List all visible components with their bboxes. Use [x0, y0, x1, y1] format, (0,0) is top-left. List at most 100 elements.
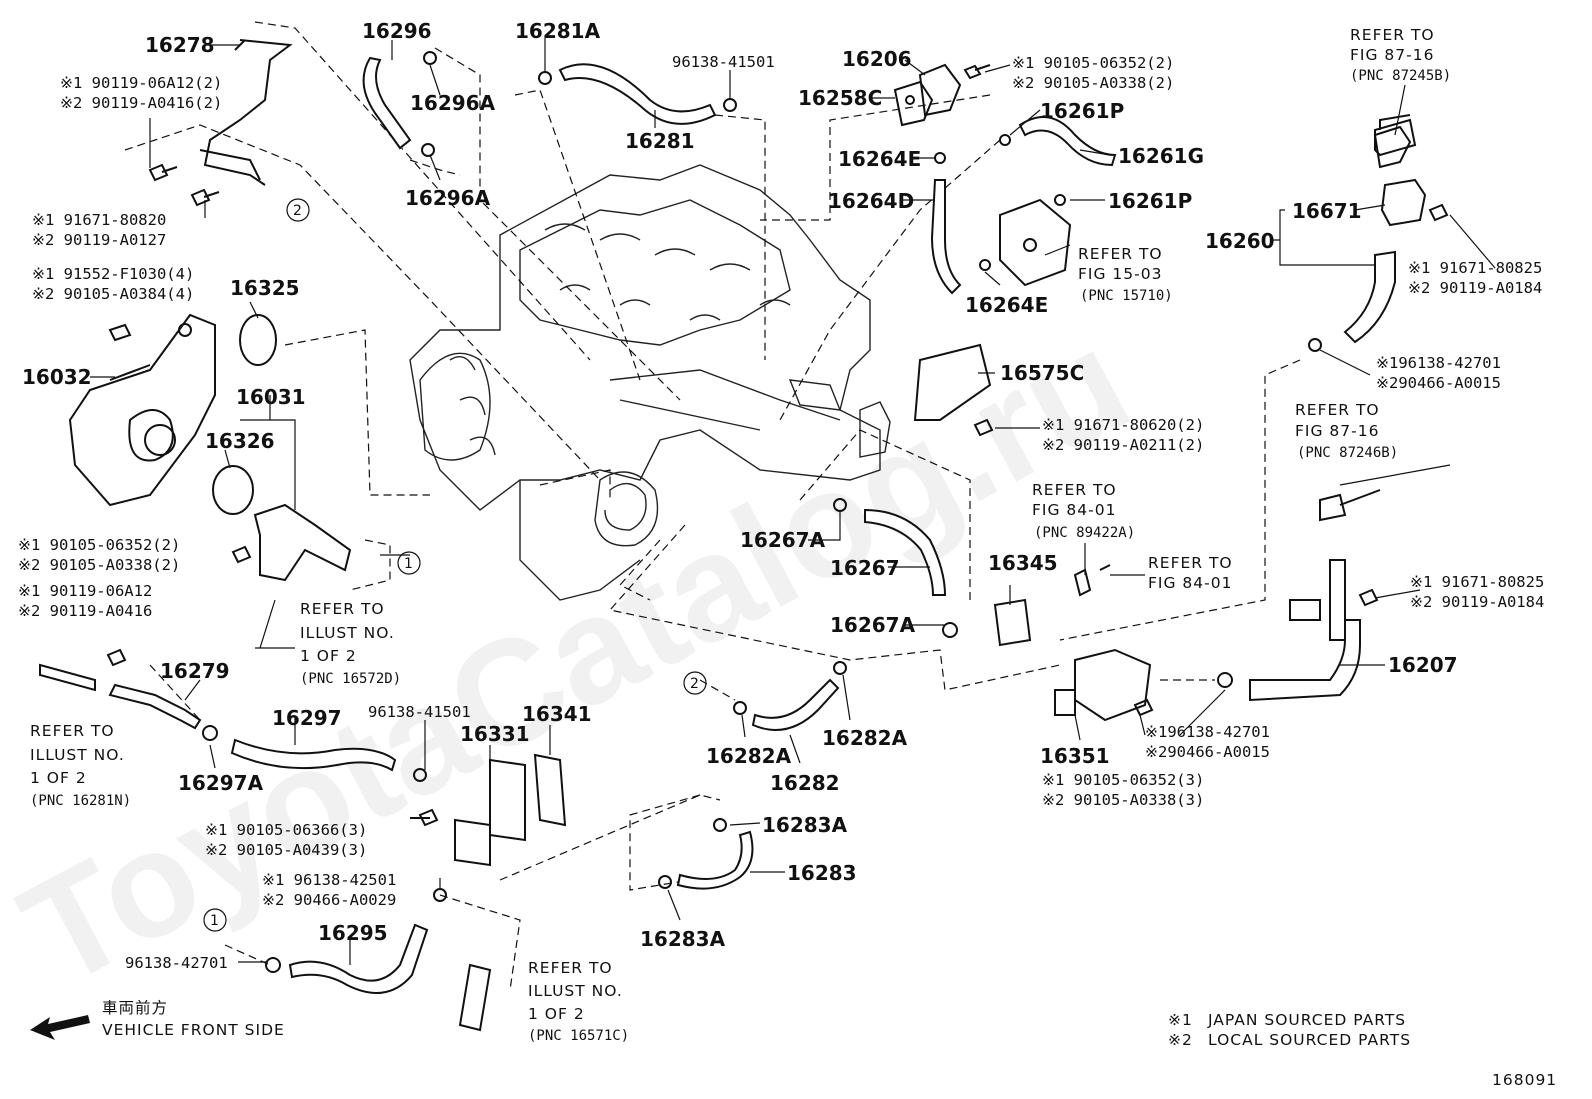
- refer-line: REFER TO: [300, 600, 385, 618]
- legend-mark: ※2: [1168, 1031, 1193, 1049]
- fastener-label: ※2 90466-A0029: [262, 891, 396, 909]
- fastener-label: ※2 90105-A0439(3): [205, 841, 367, 859]
- fastener-label: ※2 90105-A0384(4): [32, 285, 194, 303]
- refer-line: REFER TO: [1350, 26, 1435, 44]
- part-label: 16283: [787, 861, 857, 885]
- fastener-labels: ※1 90119-06A12(2) ※2 90119-A0416(2) ※1 9…: [18, 54, 1544, 909]
- fastener-label: ※1 91671-80620(2): [1042, 416, 1204, 434]
- refer-line: REFER TO: [528, 959, 613, 977]
- fastener-label: ※1 91671-80825: [1408, 259, 1542, 277]
- refer-line: ILLUST NO.: [300, 624, 395, 642]
- diagram-number: 168091: [1492, 1071, 1557, 1089]
- fastener-label: ※1 90105-06352(2): [1012, 54, 1174, 72]
- refer-line: 1 OF 2: [300, 647, 357, 665]
- fastener-label: ※1 96138-42501: [262, 871, 396, 889]
- refer-line: FIG 84-01: [1032, 501, 1116, 519]
- part-label: 16297A: [178, 771, 264, 795]
- fastener-label: ※2 90119-A0416: [18, 602, 152, 620]
- sourcing-legend: ※1 JAPAN SOURCED PARTS ※2 LOCAL SOURCED …: [1168, 1011, 1410, 1049]
- part-label: 16297: [272, 706, 342, 730]
- part-label: 16282: [770, 771, 840, 795]
- refer-line: 1 OF 2: [528, 1005, 585, 1023]
- vehicle-front-en: VEHICLE FRONT SIDE: [102, 1021, 285, 1039]
- front-arrow-icon: [30, 1015, 90, 1040]
- part-label: 16279: [160, 659, 230, 683]
- circle-marker-1: 1: [404, 556, 413, 572]
- part-label: 16281: [625, 129, 695, 153]
- circle-marker-2: 2: [690, 676, 699, 692]
- part-label: 16206: [842, 47, 912, 71]
- part-label: 16264E: [838, 147, 921, 171]
- part-label: 16295: [318, 921, 388, 945]
- fastener-label: ※2 90105-A0338(3): [1042, 791, 1204, 809]
- part-label: 16282A: [706, 744, 792, 768]
- refer-line: (PNC 87245B): [1350, 68, 1451, 84]
- fastener-label: ※2 90119-A0127: [32, 231, 166, 249]
- fastener-label: ※196138-42701: [1376, 354, 1501, 372]
- refer-line: FIG 87-16: [1295, 422, 1379, 440]
- refer-note: REFER TO FIG 84-01 (PNC 89422A): [1032, 481, 1135, 541]
- refer-note: REFER TO FIG 87-16 (PNC 87246B): [1295, 401, 1398, 461]
- refer-line: FIG 87-16: [1350, 46, 1434, 64]
- fastener-label: ※1 91552-F1030(4): [32, 265, 194, 283]
- part-labels: 16278 16296 16296A 16296A 16281A 16281 9…: [22, 19, 1458, 972]
- legend-text: JAPAN SOURCED PARTS: [1207, 1011, 1406, 1029]
- fastener-label: ※1 90119-06A12(2): [60, 74, 222, 92]
- fastener-label: ※290466-A0015: [1145, 743, 1270, 761]
- refer-line: REFER TO: [1295, 401, 1380, 419]
- part-label: 16325: [230, 276, 300, 300]
- vehicle-front-indicator: 車両前方 VEHICLE FRONT SIDE: [30, 999, 285, 1040]
- part-label: 16267A: [830, 613, 916, 637]
- refer-line: REFER TO: [1032, 481, 1117, 499]
- fastener-label: ※2 90119-A0184: [1410, 593, 1544, 611]
- refer-note: REFER TO ILLUST NO. 1 OF 2 (PNC 16281N): [30, 722, 131, 809]
- circle-marker-1: 1: [210, 913, 219, 929]
- fastener-label: ※1 90105-06366(3): [205, 821, 367, 839]
- part-label: 16258C: [798, 86, 882, 110]
- part-label: 16261P: [1040, 99, 1124, 123]
- refer-line: (PNC 87246B): [1297, 445, 1398, 461]
- part-label: 96138-42701: [125, 954, 228, 972]
- fastener-label: ※1 90105-06352(2): [18, 536, 180, 554]
- refer-line: FIG 84-01: [1148, 574, 1232, 592]
- part-label: 96138-41501: [672, 53, 775, 71]
- part-label: 16326: [205, 429, 275, 453]
- refer-note: REFER TO FIG 84-01: [1148, 554, 1232, 592]
- part-label: 16283A: [762, 813, 848, 837]
- refer-line: (PNC 16281N): [30, 793, 131, 809]
- legend-mark: ※1: [1168, 1011, 1193, 1029]
- refer-line: ILLUST NO.: [30, 746, 125, 764]
- part-label: 16278: [145, 33, 215, 57]
- part-label: 16260: [1205, 229, 1275, 253]
- fastener-label: ※1 91671-80820: [32, 211, 166, 229]
- part-label: 16341: [522, 702, 592, 726]
- parts: [39, 39, 1449, 1032]
- part-label: 16267A: [740, 528, 826, 552]
- refer-note: REFER TO ILLUST NO. 1 OF 2 (PNC 16571C): [528, 959, 629, 1044]
- refer-line: (PNC 15710): [1080, 288, 1173, 304]
- part-label: 16261P: [1108, 189, 1192, 213]
- part-label: 16281A: [515, 19, 601, 43]
- watermark: ToyotaCatalog.ru: [0, 296, 1154, 1018]
- dashed-guides: [124, 21, 1301, 991]
- refer-line: REFER TO: [30, 722, 115, 740]
- refer-note: REFER TO ILLUST NO. 1 OF 2 (PNC 16572D): [300, 600, 401, 687]
- part-label: 16282A: [822, 726, 908, 750]
- part-label: 16296A: [410, 91, 496, 115]
- fastener-label: ※196138-42701: [1145, 723, 1270, 741]
- part-label: 96138-41501: [368, 703, 471, 721]
- fastener-label: ※290466-A0015: [1376, 374, 1501, 392]
- part-label: 16283A: [640, 927, 726, 951]
- fastener-label: ※2 90105-A0338(2): [18, 556, 180, 574]
- part-label: 16031: [236, 385, 306, 409]
- part-label: 16207: [1388, 653, 1458, 677]
- part-label: 16345: [988, 551, 1058, 575]
- refer-line: FIG 15-03: [1078, 265, 1162, 283]
- reference-circles: 2 1 2 1: [203, 198, 707, 932]
- refer-line: (PNC 16571C): [528, 1028, 629, 1044]
- fastener-label: ※2 90105-A0338(2): [1012, 74, 1174, 92]
- refer-line: (PNC 16572D): [300, 671, 401, 687]
- part-label: 16032: [22, 365, 92, 389]
- refer-note: REFER TO FIG 87-16 (PNC 87245B): [1350, 26, 1451, 84]
